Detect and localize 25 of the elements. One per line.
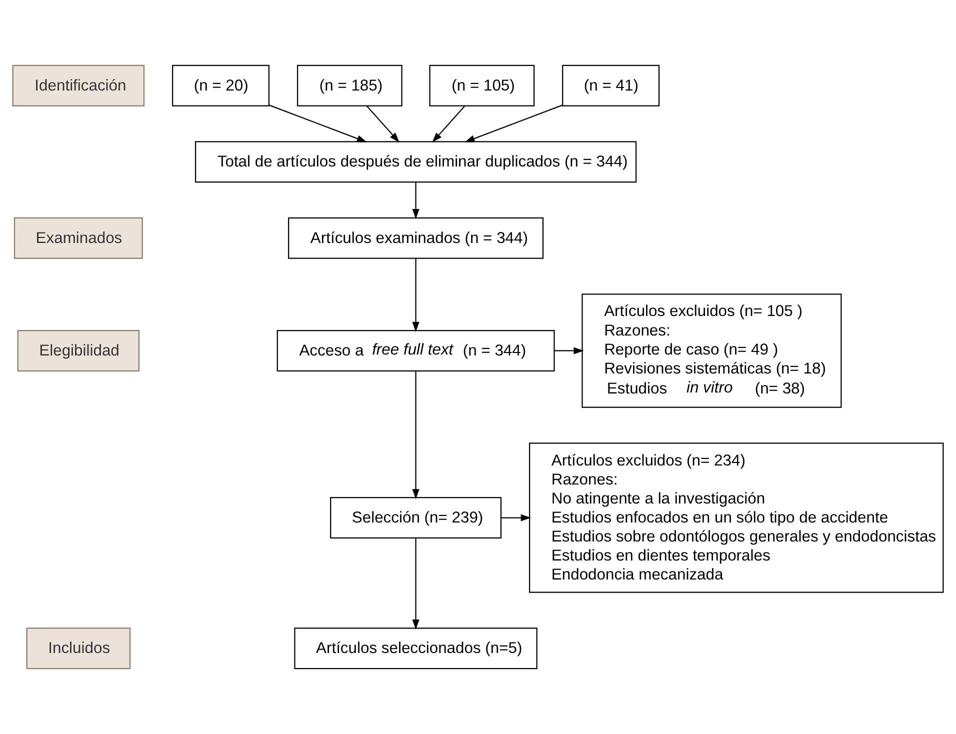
arrow (366, 106, 400, 142)
arrow (464, 104, 563, 142)
node-box: Artículos excluidos (n= 234) Razones: No atingente a la investigación Estudios enfocados en un sólo tipo de accidente Estudios sobre odontólogos generales y endodoncistas Estudios en dientes temporales Endodoncia mecanizada (529, 442, 944, 593)
node-box: Total de artículos después de eliminar duplicados (n = 344) (194, 141, 637, 183)
arrow (412, 258, 420, 332)
arrow (412, 182, 420, 220)
node-box: Selección (n= 239) (330, 497, 502, 538)
node-box: (n = 185) (296, 64, 402, 106)
arrow (268, 104, 367, 142)
node-box: Incluidos (26, 628, 131, 670)
arrow (554, 347, 584, 354)
node-box: Examinados (14, 217, 143, 259)
node-box: Identificación (12, 64, 145, 106)
arrow (412, 538, 420, 630)
node-box: Artículos examinados (n = 344) (288, 217, 544, 259)
node-box: (n = 20) (172, 64, 270, 106)
node-box: (n = 41) (562, 64, 660, 106)
arrow (432, 106, 465, 142)
node-box: Artículos seleccionados (n=5) (294, 628, 538, 670)
node-box: Acceso a free full text (n = 344) (276, 330, 555, 372)
arrow (501, 514, 531, 522)
node-box: Artículos excluidos (n= 105 ) Razones: Reporte de caso (n= 49 ) Revisiones sistemáticas (n= 18) Estudios in vitro (n= 38) (582, 294, 842, 408)
node-box: (n = 105) (429, 64, 535, 106)
node-box: Elegibilidad (17, 330, 140, 372)
arrow (412, 371, 420, 500)
